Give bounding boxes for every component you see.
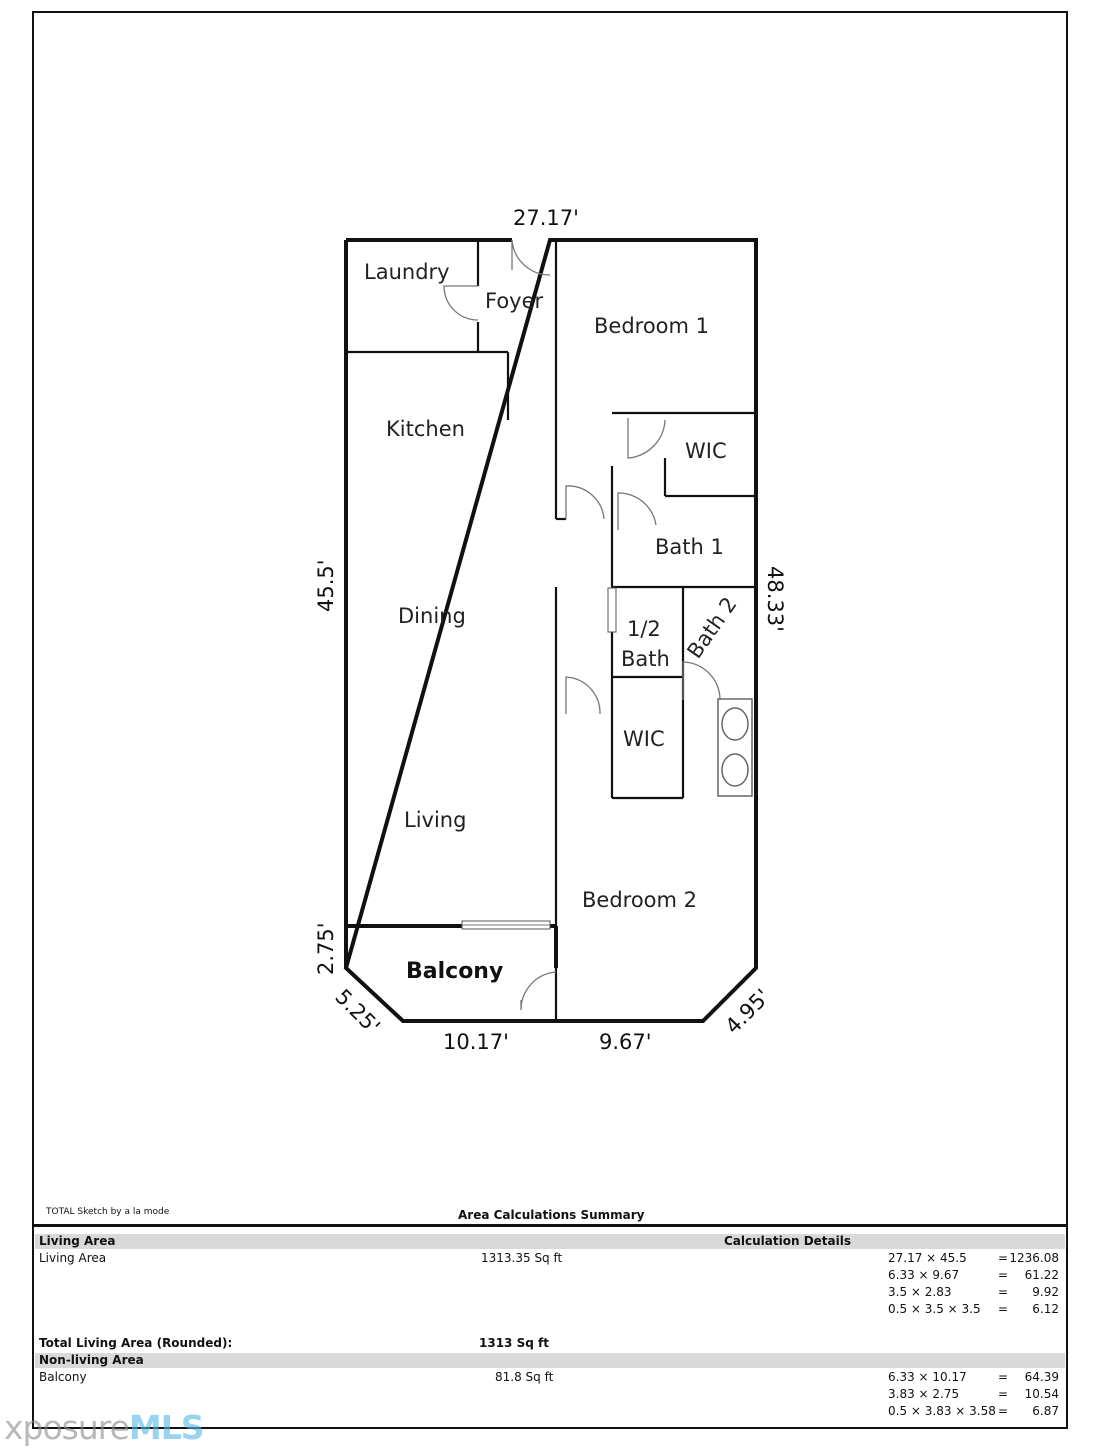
room-label-kitchen: Kitchen bbox=[386, 417, 465, 441]
dim-label-left-short: 2.75' bbox=[314, 922, 338, 975]
door-swing-balcony bbox=[520, 971, 557, 1011]
door-swing-bath1 bbox=[617, 492, 657, 530]
calc-eq: = bbox=[998, 1302, 1009, 1316]
calc-result: 1236.08 bbox=[1009, 1251, 1059, 1265]
room-label-balcony: Balcony bbox=[406, 959, 503, 984]
calc-eq: = bbox=[998, 1387, 1009, 1401]
calc-eq: = bbox=[998, 1285, 1009, 1299]
living-header-band bbox=[35, 1234, 1065, 1249]
living-area-header: Living Area bbox=[39, 1234, 116, 1248]
calculation-details-header: Calculation Details bbox=[724, 1234, 852, 1248]
dim-label-bottom-right: 9.67' bbox=[599, 1030, 652, 1054]
calc-expr: 6.33 × 10.17 bbox=[888, 1370, 967, 1384]
door-swing-bedroom1 bbox=[565, 485, 605, 520]
door-swing-entry bbox=[511, 239, 551, 276]
dim-label-bottom-left: 10.17' bbox=[443, 1030, 509, 1054]
door-swing-laundry bbox=[443, 285, 479, 321]
calc-result: 64.39 bbox=[1024, 1370, 1059, 1384]
room-label-bath1: Bath 1 bbox=[655, 535, 724, 559]
watermark-part1: xposure bbox=[4, 1408, 130, 1447]
room-label-bath2: Bath 2 bbox=[682, 593, 741, 663]
calc-result: 9.92 bbox=[1032, 1285, 1059, 1299]
nonliving-area-header: Non-living Area bbox=[39, 1353, 144, 1367]
sink-icon-bottom bbox=[721, 753, 749, 787]
door-swing-wic2 bbox=[565, 676, 601, 715]
calc-result: 6.12 bbox=[1032, 1302, 1059, 1316]
doors bbox=[443, 239, 721, 1011]
exterior-walls bbox=[343, 238, 758, 1023]
calc-expr: 27.17 × 45.5 bbox=[888, 1251, 967, 1265]
room-label-living: Living bbox=[404, 808, 466, 832]
room-label-bedroom1: Bedroom 1 bbox=[594, 314, 709, 338]
room-label-halfbath-line2: Bath bbox=[621, 647, 670, 671]
calc-result: 61.22 bbox=[1024, 1268, 1059, 1282]
total-living-area-value: 1313 Sq ft bbox=[479, 1336, 549, 1350]
nonliving-header-band bbox=[35, 1353, 1065, 1368]
calc-eq: = bbox=[998, 1404, 1009, 1418]
dim-label-bottom-left-diag: 5.25' bbox=[330, 985, 384, 1039]
room-label-wic1: WIC bbox=[685, 439, 727, 463]
room-label-bedroom2: Bedroom 2 bbox=[582, 888, 697, 912]
dim-label-top: 27.17' bbox=[513, 206, 579, 230]
total-living-area-label: Total Living Area (Rounded): bbox=[39, 1336, 233, 1350]
sketch-credit: TOTAL Sketch by a la mode bbox=[46, 1207, 170, 1217]
calc-expr: 3.83 × 2.75 bbox=[888, 1387, 960, 1401]
living-area-label: Living Area bbox=[39, 1251, 107, 1265]
calc-expr: 0.5 × 3.83 × 3.58 bbox=[888, 1404, 996, 1418]
calc-result: 6.87 bbox=[1032, 1404, 1059, 1418]
calc-eq: = bbox=[998, 1251, 1009, 1265]
calc-result: 10.54 bbox=[1024, 1387, 1059, 1401]
calc-expr: 6.33 × 9.67 bbox=[888, 1268, 960, 1282]
room-label-laundry: Laundry bbox=[364, 260, 450, 284]
area-summary-table: Living Area Calculation Details Living A… bbox=[33, 1224, 1067, 1428]
sink-icon-top bbox=[721, 707, 749, 741]
floor-plan: Laundry Foyer Bedroom 1 Kitchen WIC Bath… bbox=[314, 206, 787, 1054]
door-swing-bath2 bbox=[682, 661, 721, 701]
calc-expr: 0.5 × 3.5 × 3.5 bbox=[888, 1302, 981, 1316]
dim-label-left: 45.5' bbox=[314, 559, 338, 612]
room-label-halfbath-line1: 1/2 bbox=[627, 617, 661, 641]
summary-title: Area Calculations Summary bbox=[458, 1208, 645, 1222]
room-label-foyer: Foyer bbox=[485, 289, 544, 313]
vanity bbox=[717, 698, 753, 797]
balcony-value: 81.8 Sq ft bbox=[495, 1370, 554, 1384]
door-swing-wic1 bbox=[627, 418, 666, 459]
calc-eq: = bbox=[998, 1370, 1009, 1384]
exterior-wall-outline bbox=[343, 238, 758, 1023]
sliding-door-halfbath bbox=[607, 587, 617, 633]
room-label-wic2: WIC bbox=[623, 727, 665, 751]
dim-label-right: 48.33' bbox=[763, 566, 787, 632]
watermark-part2: MLS bbox=[128, 1408, 205, 1447]
calc-expr: 3.5 × 2.83 bbox=[888, 1285, 952, 1299]
balcony-label: Balcony bbox=[39, 1370, 87, 1384]
page-border bbox=[32, 11, 1068, 1429]
xposure-mls-watermark-logo: xposureMLS bbox=[4, 1408, 205, 1447]
calc-eq: = bbox=[998, 1268, 1009, 1282]
room-label-dining: Dining bbox=[398, 604, 466, 628]
living-area-value: 1313.35 Sq ft bbox=[481, 1251, 563, 1265]
